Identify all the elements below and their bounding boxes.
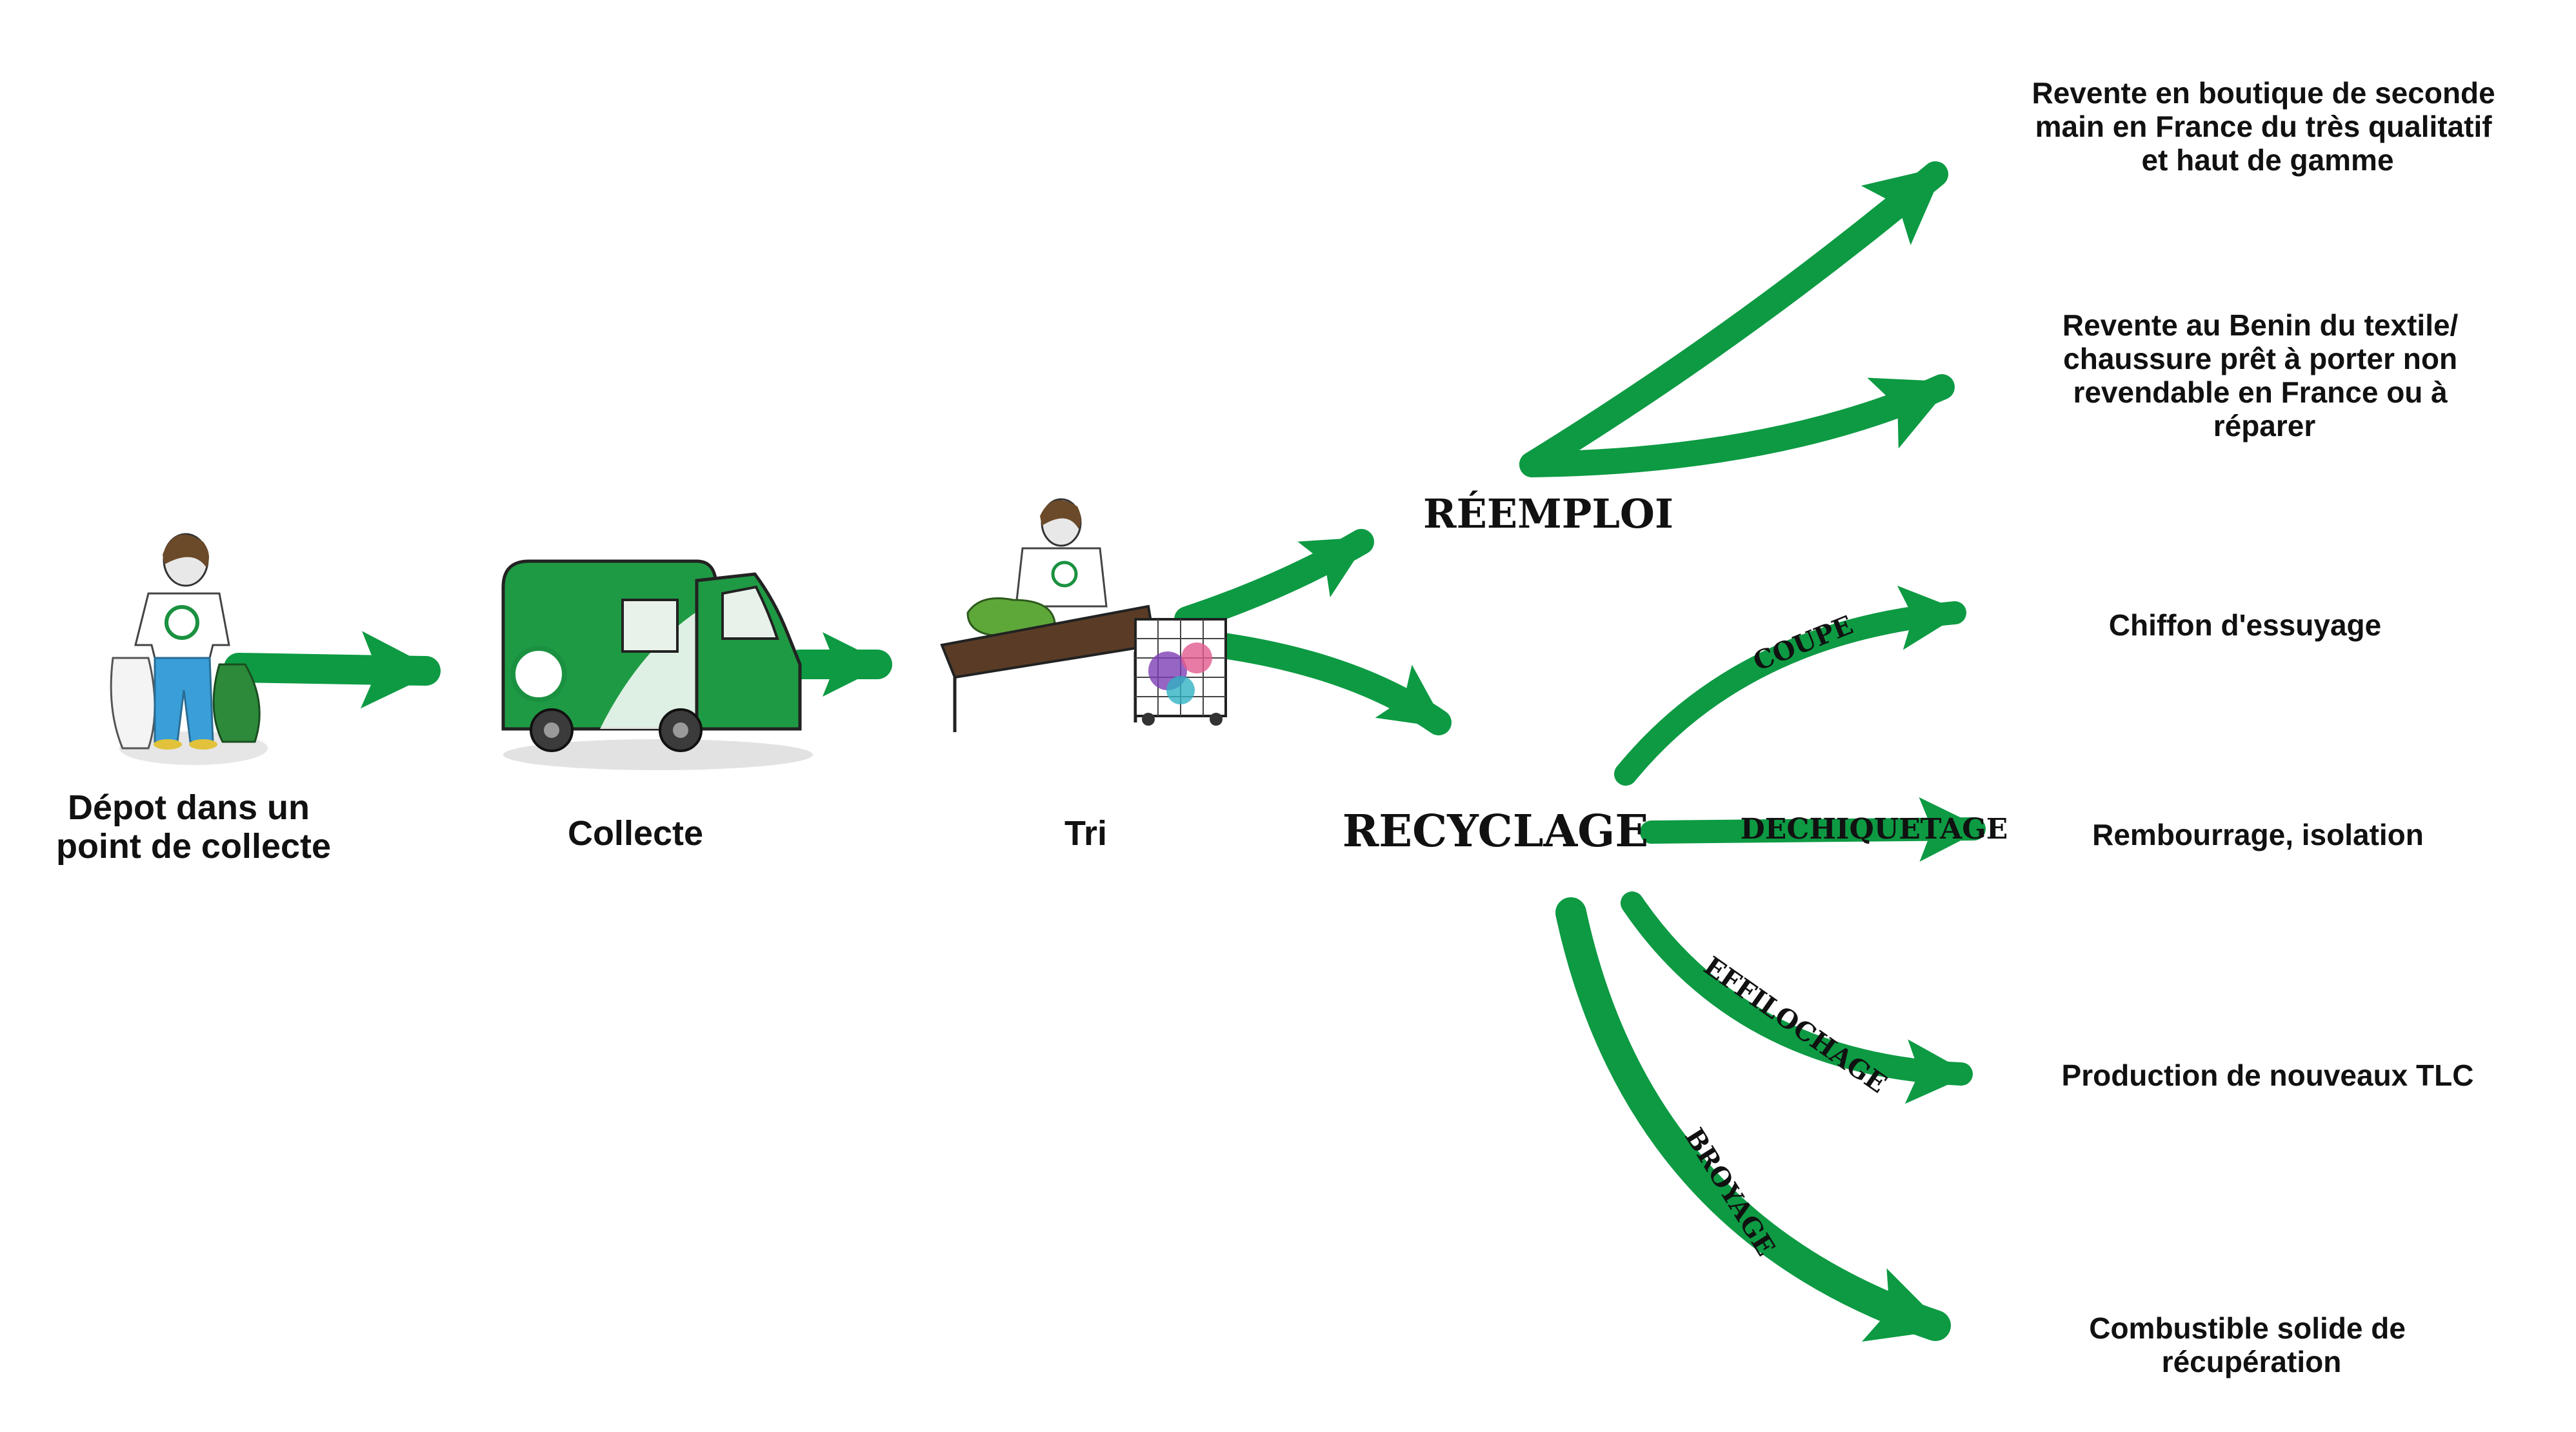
arrow-depot-to-collecte bbox=[224, 631, 441, 709]
label-effilochage: EFFILOCHAGE bbox=[1698, 951, 1892, 1099]
outcome-tlc: Production de nouveaux TLC bbox=[2062, 1059, 2474, 1092]
arrow-coupe bbox=[1614, 585, 1966, 786]
outcome-boutique-line-2: main en France du très qualitatif bbox=[2035, 110, 2493, 143]
label-recyclage: RECYCLAGE bbox=[1343, 806, 1648, 857]
label-coupe: COUPE bbox=[1749, 610, 1857, 677]
flow-arrows bbox=[224, 161, 1986, 1342]
label-depot-line-1: Dépot dans un bbox=[68, 788, 310, 827]
arrow-tri-to-recyclage bbox=[1206, 632, 1452, 735]
outcome-benin-line-1: Revente au Benin du textile/ bbox=[2062, 308, 2459, 342]
outcome-combustible-line-1: Combustible solide de bbox=[2089, 1311, 2406, 1345]
label-collecte: Collecte bbox=[568, 814, 703, 853]
label-depot-line-2: point de collecte bbox=[56, 827, 331, 866]
arrow-tri-to-reemploi bbox=[1174, 529, 1374, 632]
outcome-rembourrage: Rembourrage, isolation bbox=[2092, 818, 2424, 851]
label-depot: Dépot dans un point de collecte bbox=[56, 788, 331, 866]
arrow-reemploi-to-boutique bbox=[1519, 161, 1948, 477]
outcome-chiffon: Chiffon d'essuyage bbox=[2109, 608, 2381, 642]
outcome-combustible: Combustible solide de récupération bbox=[2089, 1311, 2414, 1378]
arrow-broyage bbox=[1555, 897, 1951, 1342]
outcome-benin-line-4: réparer bbox=[2213, 409, 2316, 443]
outcome-benin-line-2: chaussure prêt à porter non bbox=[2063, 342, 2457, 375]
arrow-dechiquetage bbox=[1640, 797, 1986, 862]
sorting-table-icon bbox=[940, 498, 1227, 732]
outcome-boutique-line-1: Revente en boutique de seconde bbox=[2032, 76, 2495, 110]
outcome-combustible-line-2: récupération bbox=[2162, 1345, 2342, 1378]
label-dechiquetage: DECHIQUETAGE bbox=[1741, 813, 2008, 846]
label-reemploi: RÉEMPLOI bbox=[1423, 490, 1673, 537]
collection-truck-icon bbox=[501, 559, 813, 770]
person-with-bags-icon bbox=[110, 533, 268, 765]
arrow-effilochage bbox=[1621, 891, 1973, 1104]
arrow-reemploi-to-benin bbox=[1519, 374, 1955, 477]
outcome-boutique: Revente en boutique de seconde main en F… bbox=[2032, 76, 2503, 177]
outcome-benin-line-3: revendable en France ou à bbox=[2073, 375, 2448, 409]
outcome-boutique-line-3: et haut de gamme bbox=[2141, 143, 2393, 177]
outcome-benin: Revente au Benin du textile/ chaussure p… bbox=[2062, 308, 2466, 443]
label-tri: Tri bbox=[1064, 814, 1107, 853]
